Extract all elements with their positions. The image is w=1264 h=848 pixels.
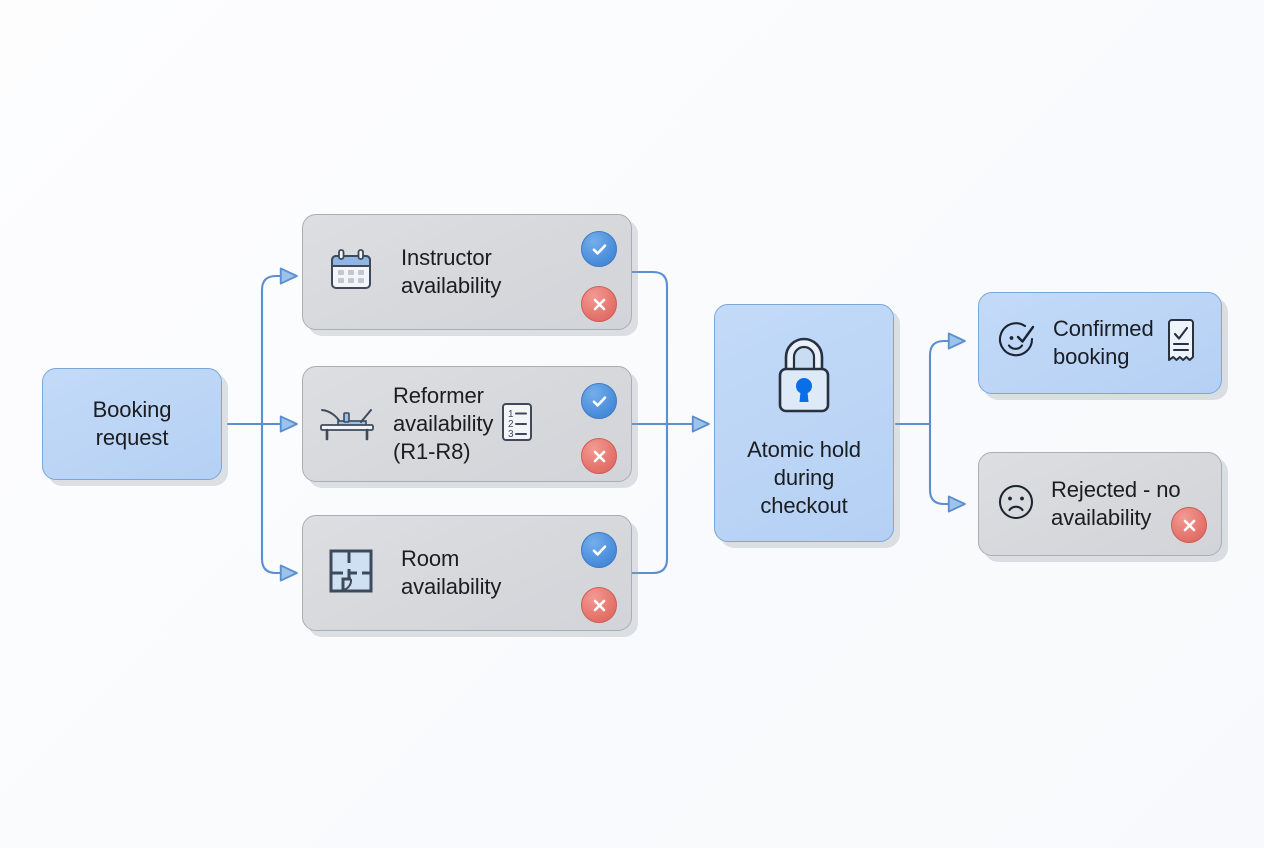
card-inner: Instructor availability	[303, 215, 631, 329]
node-label: Room availability	[401, 546, 502, 599]
node-face: Instructor availability	[302, 214, 632, 330]
card-inner: Rejected - no availability	[979, 453, 1221, 555]
node-face: Reformer availability (R1-R8) 1 2 3	[302, 366, 632, 482]
node-face: Booking request	[42, 368, 222, 480]
calendar-icon	[325, 244, 377, 301]
node-label: Rejected - no availability	[1051, 477, 1181, 530]
card-inner: Reformer availability (R1-R8) 1 2 3	[303, 367, 631, 481]
node-face: Rejected - no availability	[978, 452, 1222, 556]
receipt-icon	[1162, 317, 1200, 370]
svg-text:2: 2	[508, 419, 514, 430]
node-label: Confirmed booking	[1053, 316, 1154, 369]
node-face: Atomic hold during checkout	[714, 304, 894, 542]
node-face: Confirmed booking	[978, 292, 1222, 394]
cross-badge[interactable]	[581, 587, 617, 623]
node-instructor-availability[interactable]: Instructor availability	[302, 214, 638, 336]
node-reformer-availability[interactable]: Reformer availability (R1-R8) 1 2 3	[302, 366, 638, 488]
node-label: Booking request	[92, 397, 172, 450]
node-confirmed-booking[interactable]: Confirmed booking	[978, 292, 1228, 400]
node-label: Instructor availability	[401, 245, 502, 298]
smiley-check-icon	[995, 319, 1039, 368]
svg-text:3: 3	[508, 429, 514, 440]
card-inner: Room availability	[303, 516, 631, 630]
reformer-icon	[317, 400, 379, 449]
edge-booking-to-instructor	[260, 267, 298, 426]
check-badge[interactable]	[581, 532, 617, 568]
node-face: Room availability	[302, 515, 632, 631]
card-inner: Confirmed booking	[979, 293, 1221, 393]
check-badge[interactable]	[581, 383, 617, 419]
node-label: Reformer availability (R1-R8)	[393, 383, 494, 464]
lock-icon	[768, 329, 840, 422]
floorplan-icon	[325, 545, 377, 602]
numbered-list-icon: 1 2 3	[499, 400, 535, 449]
edge-booking-to-room	[260, 422, 298, 582]
node-room-availability[interactable]: Room availability	[302, 515, 638, 637]
cross-badge[interactable]	[1171, 507, 1207, 543]
cross-badge[interactable]	[581, 286, 617, 322]
node-label: Atomic hold during checkout	[747, 437, 861, 518]
node-rejected-no-availability[interactable]: Rejected - no availability	[978, 452, 1228, 562]
edge-hold-to-rejected	[928, 422, 966, 513]
cross-badge[interactable]	[581, 438, 617, 474]
sad-face-icon	[995, 481, 1037, 528]
check-badge[interactable]	[581, 231, 617, 267]
svg-text:1: 1	[508, 409, 514, 420]
edge-hold-to-confirmed	[928, 332, 966, 426]
node-atomic-hold[interactable]: Atomic hold during checkout	[714, 304, 900, 548]
node-booking-request[interactable]: Booking request	[42, 368, 228, 486]
